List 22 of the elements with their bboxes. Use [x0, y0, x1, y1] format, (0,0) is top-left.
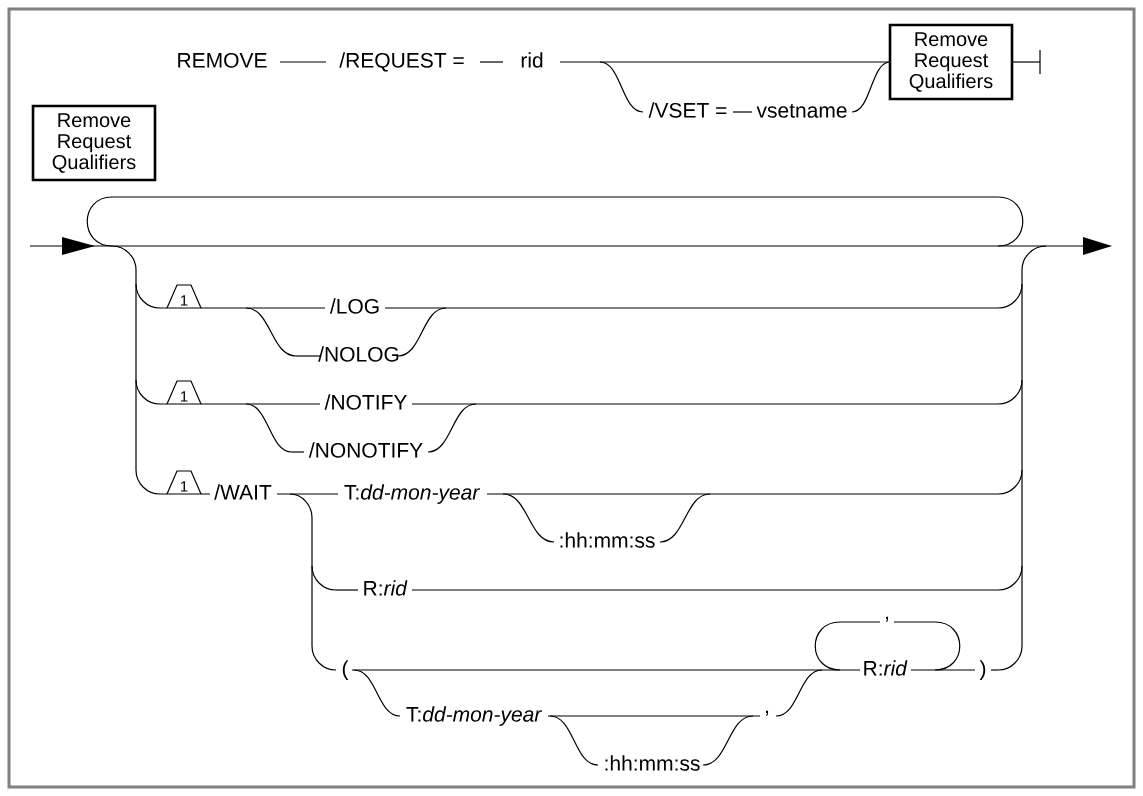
syntax-term: rid [521, 52, 543, 68]
syntax-term: R:rid [864, 660, 908, 676]
syntax-term: /VSET = [648, 102, 727, 118]
syntax-term: REMOVE [178, 52, 267, 68]
syntax-term: /WAIT [214, 484, 272, 500]
syntax-reference-box: Remove Request Qualifiers [888, 23, 1014, 101]
syntax-term: /NOTIFY [324, 394, 407, 410]
syntax-term: :hh:mm:ss [560, 532, 655, 548]
syntax-term: T:dd-mon-year [406, 706, 543, 726]
syntax-term: /REQUEST = [339, 52, 464, 72]
syntax-term: T:dd-mon-year [344, 484, 481, 504]
syntax-term: :hh:mm:ss [605, 755, 700, 771]
syntax-term: /NOLOG [318, 346, 399, 362]
syntax-term: , [765, 710, 769, 716]
syntax-term: ( [342, 660, 349, 680]
syntax-term: /NONOTIFY [308, 442, 423, 458]
syntax-reference-box: Remove Request Qualifiers [31, 104, 157, 182]
syntax-term: /LOG [329, 298, 379, 314]
syntax-term: ) [979, 660, 986, 680]
syntax-term: R:rid [364, 580, 408, 596]
syntax-term: vsetname [756, 103, 847, 118]
syntax-term: , [885, 616, 889, 622]
